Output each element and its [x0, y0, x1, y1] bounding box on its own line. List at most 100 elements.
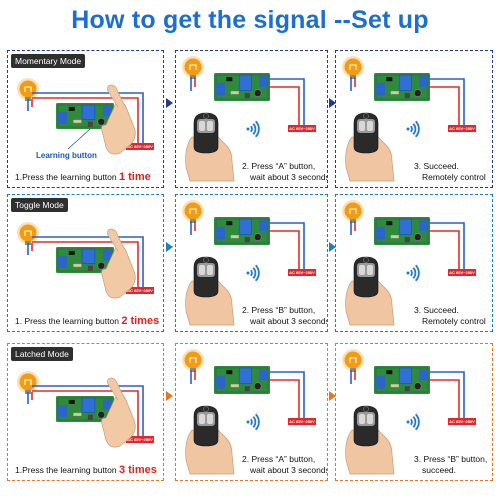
remote-control-icon	[185, 256, 235, 326]
relay-board-icon	[214, 366, 270, 394]
bulb-icon	[182, 56, 204, 79]
remote-control-icon	[345, 405, 395, 475]
step-illustration: AC 85V~250V	[182, 56, 316, 182]
hand-icon	[101, 228, 136, 299]
relay-board-icon	[56, 396, 114, 422]
ac-power-text: AC 85V~250V	[289, 270, 315, 275]
step-illustration: AC 85V~250V	[17, 222, 154, 299]
step-illustration: AC 85V~250V	[342, 349, 476, 475]
wireless-signal-icon	[406, 413, 420, 431]
press-count: 2 times	[121, 315, 160, 327]
bulb-icon	[182, 349, 204, 372]
hand-icon	[101, 84, 136, 155]
step-3-caption: 3. Succeed.Remotely control	[414, 305, 486, 327]
mode-label: Latched Mode	[11, 347, 73, 361]
step-illustration: AC 85V~250V	[17, 78, 154, 155]
step-illustration: AC 85V~250V	[17, 371, 154, 448]
step-3-line-2: Remotely control	[422, 316, 486, 326]
learning-button-label: Learning button	[36, 151, 97, 160]
ac-power-text: AC 85V~250V	[449, 126, 475, 131]
step-panel-1-2: AC 85V~250V 2. Press “A” button,wait abou…	[175, 50, 328, 188]
step-2-line-1: 2. Press “A” button,	[242, 454, 316, 464]
ac-power-text: AC 85V~250V	[127, 437, 153, 442]
relay-board-icon	[374, 217, 430, 245]
press-count: 3 times	[118, 464, 157, 476]
step-panel-2-2: AC 85V~250V 2. Press “B” button,wait abou…	[175, 194, 328, 332]
bulb-icon	[342, 56, 364, 79]
arrow-right-icon	[329, 391, 336, 401]
step-panel-2-3: AC 85V~250V 3. Succeed.Remotely control	[335, 194, 493, 332]
step-panel-3-1: AC 85V~250V Latched Mode 1.Press the learn…	[7, 343, 164, 481]
press-count: 1 time	[118, 171, 151, 183]
step-2-line-1: 2. Press “B” button,	[242, 305, 316, 315]
step-3-line-1: 3. Succeed.	[414, 305, 459, 315]
power-wires: AC 85V~250V	[32, 385, 154, 443]
ac-power-text: AC 85V~250V	[289, 126, 315, 131]
step-panel-1-3: AC 85V~250V 3. Succeed.Remotely control	[335, 50, 493, 188]
ac-power-text: AC 85V~250V	[289, 419, 315, 424]
step-illustration: AC 85V~250V	[342, 56, 476, 182]
step-1-text: 1.Press the learning button	[15, 465, 119, 475]
step-1-caption: 1.Press the learning button 3 times	[15, 465, 157, 476]
wireless-signal-icon	[406, 120, 420, 138]
step-1-caption: 1.Press the learning button 1 time	[15, 172, 151, 183]
arrow-right-icon	[329, 242, 336, 252]
power-wires: AC 85V~250V	[32, 236, 154, 294]
ac-power-label	[126, 287, 154, 294]
step-1-text: 1. Press the learning button	[15, 316, 122, 326]
power-wires: AC 85V~250V	[270, 371, 316, 425]
mode-label: Momentary Mode	[11, 54, 86, 68]
mode-label: Toggle Mode	[11, 198, 68, 212]
step-panel-2-1: AC 85V~250V Toggle Mode 1. Press the learn…	[7, 194, 164, 332]
remote-control-icon	[345, 256, 395, 326]
step-3-line-1: 3. Succeed.	[414, 161, 459, 171]
step-2-line-2: wait about 3 seconds	[250, 316, 328, 326]
power-wires: AC 85V~250V	[32, 92, 154, 150]
step-illustration: AC 85V~250V	[182, 349, 316, 475]
bulb-icon	[342, 349, 364, 372]
ac-power-label	[126, 143, 154, 150]
step-2-caption: 2. Press “A” button,wait about 3 seconds	[242, 161, 328, 183]
ac-power-text: AC 85V~250V	[449, 270, 475, 275]
ac-power-text: AC 85V~250V	[127, 288, 153, 293]
page-title: How to get the signal --Set up	[71, 6, 429, 34]
step-2-line-2: wait about 3 seconds	[250, 172, 328, 182]
arrow-right-icon	[166, 242, 173, 252]
ac-power-label	[288, 418, 316, 425]
ac-power-label	[288, 269, 316, 276]
remote-control-icon	[345, 112, 395, 182]
arrow-right-icon	[166, 98, 173, 108]
step-2-caption: 2. Press “B” button,wait about 3 seconds	[242, 305, 328, 327]
ac-power-label	[448, 269, 476, 276]
step-3-line-2: Remotely control	[422, 172, 486, 182]
bulb-icon	[182, 200, 204, 223]
step-3-caption: 3. Succeed.Remotely control	[414, 161, 486, 183]
arrow-right-icon	[329, 98, 336, 108]
remote-control-icon	[185, 405, 235, 475]
step-3-line-1: 3. Press “B” button,	[414, 454, 488, 464]
power-wires: AC 85V~250V	[270, 222, 316, 276]
ac-power-text: AC 85V~250V	[127, 144, 153, 149]
bulb-icon	[342, 200, 364, 223]
step-2-line-2: wait about 3 seconds	[250, 465, 328, 475]
ac-power-label	[126, 436, 154, 443]
step-2-line-1: 2. Press “A” button,	[242, 161, 316, 171]
power-wires: AC 85V~250V	[430, 371, 476, 425]
ac-power-text: AC 85V~250V	[449, 419, 475, 424]
power-wires: AC 85V~250V	[430, 78, 476, 132]
wireless-signal-icon	[246, 413, 260, 431]
ac-power-label	[288, 125, 316, 132]
step-panel-3-2: AC 85V~250V 2. Press “A” button,wait abou…	[175, 343, 328, 481]
relay-board-icon	[56, 247, 114, 273]
power-wires: AC 85V~250V	[270, 78, 316, 132]
relay-board-icon	[374, 366, 430, 394]
relay-board-icon	[374, 73, 430, 101]
relay-board-icon	[56, 103, 114, 129]
relay-board-icon	[214, 73, 270, 101]
step-illustration: AC 85V~250V	[182, 200, 316, 326]
step-3-caption: 3. Press “B” button,succeed.	[414, 454, 487, 476]
power-wires: AC 85V~250V	[430, 222, 476, 276]
step-illustration: AC 85V~250V	[342, 200, 476, 326]
hand-icon	[101, 377, 136, 448]
